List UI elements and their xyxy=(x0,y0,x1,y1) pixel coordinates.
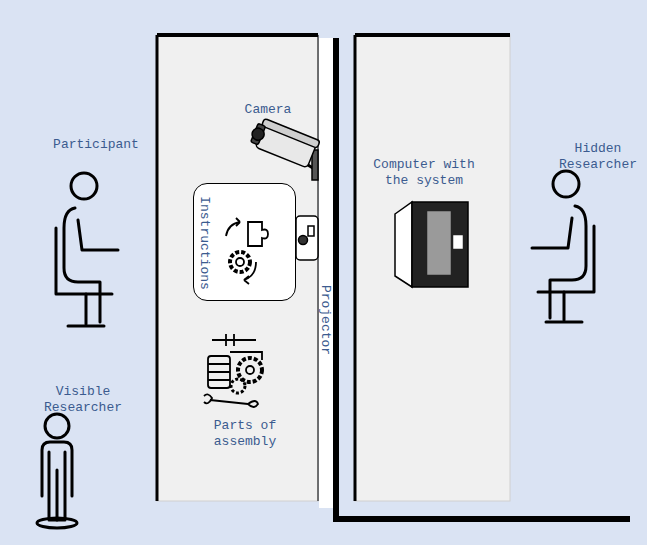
instruction-panel: Instructions xyxy=(193,183,296,301)
text-label: Hidden Researcher xyxy=(552,141,644,173)
table-edge xyxy=(355,33,510,37)
projector-symbol xyxy=(296,216,318,260)
text-label: Camera xyxy=(238,102,298,118)
gap xyxy=(319,38,333,508)
visible-researcher-figure xyxy=(37,414,77,528)
text-label: Computer with the system xyxy=(364,157,484,189)
partition-wall xyxy=(333,516,630,522)
laptop-symbol xyxy=(395,202,468,287)
partition-wall xyxy=(333,38,339,521)
text-label: Participant xyxy=(46,137,146,153)
assembly-parts-symbol xyxy=(204,334,262,407)
hidden-researcher-figure xyxy=(532,171,594,322)
text-label: Parts of assembly xyxy=(205,418,285,450)
camera-symbol xyxy=(248,116,320,180)
researcher-table xyxy=(355,35,510,501)
text-label: Projector xyxy=(317,270,333,370)
participant-figure xyxy=(56,173,118,326)
text-label: Visible Researcher xyxy=(33,384,133,416)
node-label: Instructions xyxy=(196,187,212,299)
participant-table xyxy=(157,35,318,501)
instruction-icons xyxy=(226,218,268,284)
table-edge xyxy=(354,35,357,501)
table-edge xyxy=(318,35,319,501)
table-edge xyxy=(157,33,318,37)
table-edge xyxy=(156,35,159,501)
